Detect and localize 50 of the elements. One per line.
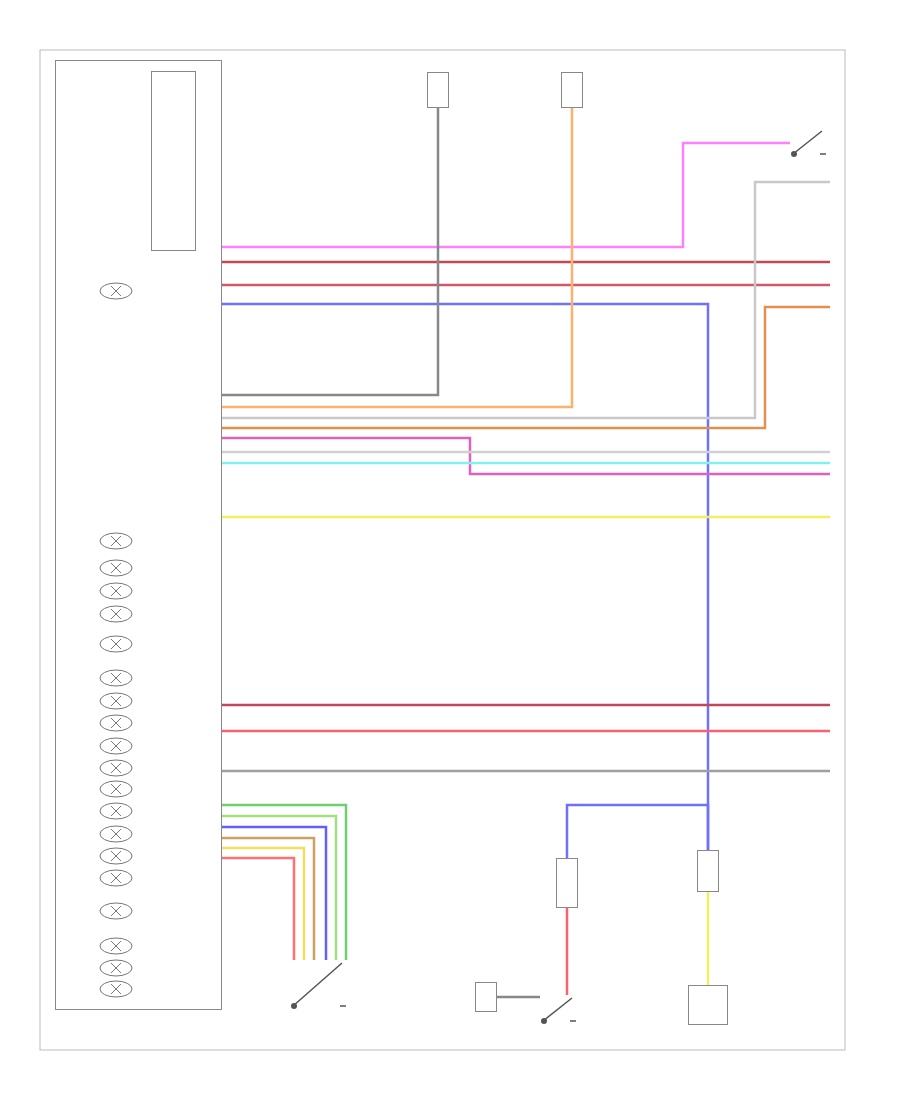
bulb-symbol — [99, 714, 133, 732]
component-box — [151, 71, 196, 251]
wire — [222, 141, 790, 249]
component-box — [688, 985, 728, 1025]
wire — [222, 283, 830, 287]
wire — [222, 836, 316, 960]
wire — [497, 995, 540, 999]
bulb-symbol — [99, 825, 133, 843]
component-box — [475, 982, 497, 1012]
bulb-symbol — [99, 532, 133, 550]
wire — [222, 180, 830, 420]
component-box — [556, 858, 578, 908]
wire — [222, 436, 830, 476]
wire — [222, 108, 440, 397]
bulb-symbol — [99, 737, 133, 755]
bulb-symbol — [99, 692, 133, 710]
wire — [706, 892, 710, 985]
bulb-symbol — [99, 980, 133, 998]
bulb-symbol — [99, 635, 133, 653]
bulb-symbol — [99, 869, 133, 887]
wire — [222, 450, 830, 454]
wire — [222, 769, 830, 773]
bulb-symbol — [99, 802, 133, 820]
wire — [222, 703, 830, 707]
bulb-symbol — [99, 847, 133, 865]
bulb-symbol — [99, 605, 133, 623]
bulb-symbol — [99, 902, 133, 920]
wire — [222, 856, 296, 960]
wire — [222, 305, 830, 430]
component-box — [697, 850, 719, 892]
wire — [222, 461, 830, 465]
component-box — [427, 72, 449, 108]
wire — [565, 803, 710, 858]
wire — [222, 846, 306, 960]
wire — [222, 729, 830, 733]
bulb-symbol — [99, 559, 133, 577]
bulb-symbol — [99, 959, 133, 977]
wire — [222, 260, 830, 264]
bulb-symbol — [99, 937, 133, 955]
component-box — [561, 72, 583, 108]
bulb-symbol — [99, 759, 133, 777]
wire — [222, 515, 830, 519]
bulb-symbol — [99, 582, 133, 600]
bulb-symbol — [99, 780, 133, 798]
wire — [565, 908, 569, 995]
bulb-symbol — [99, 282, 133, 300]
wire — [222, 108, 574, 409]
wire — [222, 825, 328, 960]
bulb-symbol — [99, 669, 133, 687]
cluster-outline — [55, 60, 222, 1010]
